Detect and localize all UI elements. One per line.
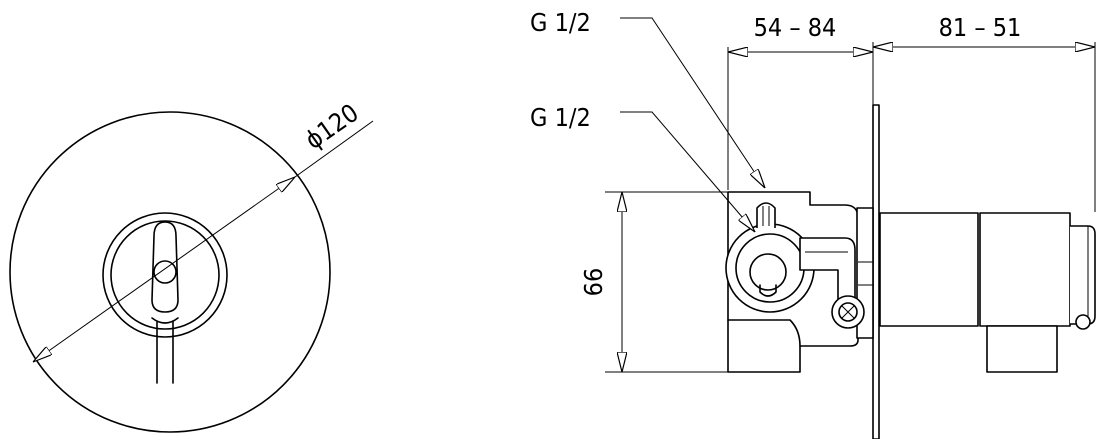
trim-cap-lower bbox=[986, 325, 1058, 373]
diameter-leader bbox=[294, 120, 374, 178]
outlet-connector-inner bbox=[749, 253, 787, 291]
cover-plate-circle bbox=[9, 111, 331, 433]
front-view: ϕ120 bbox=[9, 98, 374, 433]
thread-leader-upper bbox=[620, 17, 765, 188]
dim-height-label: 66 bbox=[579, 268, 608, 297]
side-view: 54 – 84 81 – 51 66 G 1/2 G 1/2 bbox=[530, 8, 1096, 439]
cover-plate-side bbox=[872, 104, 880, 439]
dim-extension-label: 81 – 51 bbox=[939, 13, 1022, 42]
thread-label-lower: G 1/2 bbox=[530, 103, 591, 132]
lever-stem bbox=[156, 321, 174, 384]
trim-cap bbox=[979, 212, 1071, 327]
inlet-stub-top bbox=[756, 202, 776, 228]
trim-cylinder bbox=[879, 212, 979, 327]
dim-depth-label: 54 – 84 bbox=[754, 13, 837, 42]
small-connector-inner bbox=[838, 302, 858, 322]
diameter-dimension-line bbox=[33, 177, 295, 362]
lever-pivot bbox=[153, 260, 177, 284]
thread-label-upper: G 1/2 bbox=[530, 8, 591, 37]
diameter-label: ϕ120 bbox=[300, 98, 364, 155]
handle-end bbox=[1070, 225, 1096, 325]
handle-end-screw bbox=[1075, 314, 1091, 330]
thread-leader-lower bbox=[620, 111, 755, 232]
